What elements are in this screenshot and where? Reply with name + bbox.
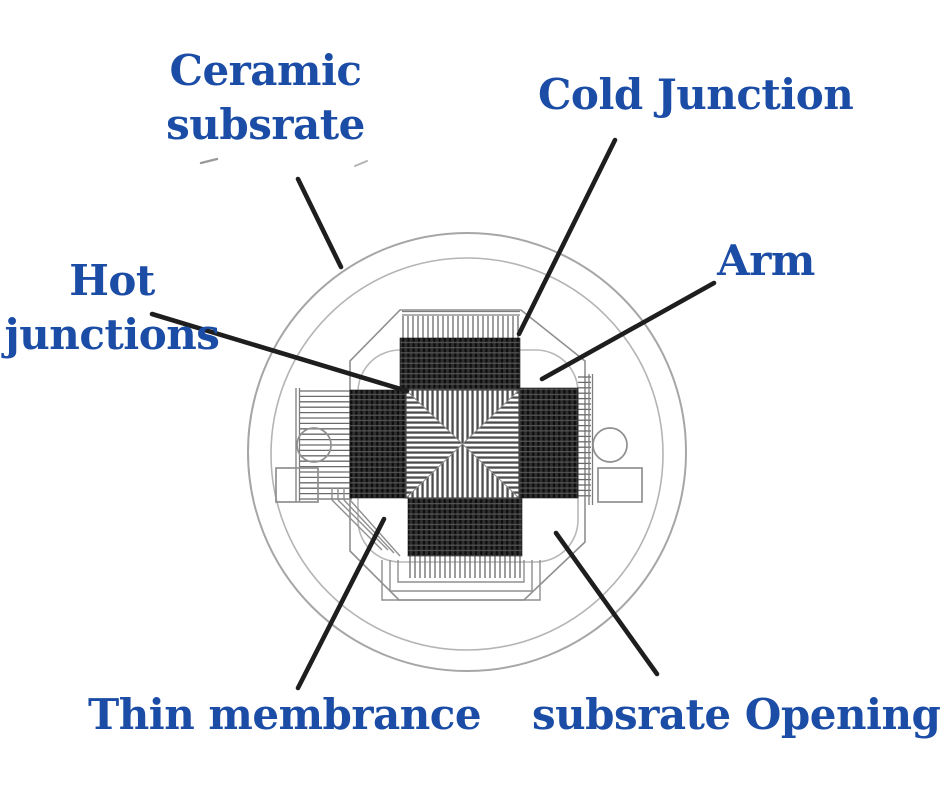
leader-substrate-opening: [553, 530, 660, 677]
label-hot-junctions: Hot junctions: [2, 254, 222, 362]
membrane-center: [405, 389, 520, 499]
arm-block-left: [349, 389, 407, 499]
left-hole: [296, 427, 332, 463]
label-arm: Arm: [717, 236, 815, 285]
leader-arm: [539, 280, 717, 382]
label-ceramic-substrate-line1: Ceramic: [169, 46, 362, 95]
leader-cold-junction: [516, 137, 618, 337]
left-lead-comb: [300, 390, 352, 500]
scan-smudges: [199, 157, 368, 167]
thermopile-arm-blocks: [349, 337, 579, 557]
right-hole: [592, 427, 628, 463]
top-lead-comb: [402, 316, 519, 340]
inner-can-circle: [270, 257, 664, 651]
label-cold-junction: Cold Junction: [538, 70, 854, 119]
label-hot-junctions-line1: Hot: [69, 256, 155, 305]
right-pad: [597, 467, 643, 503]
leader-lines: [149, 137, 717, 691]
label-thin-membrane: Thin membrance: [88, 690, 482, 739]
leader-hot-junctions: [149, 311, 410, 394]
arm-block-top: [399, 337, 521, 391]
label-hot-junctions-line2: junctions: [4, 309, 220, 359]
label-ceramic-substrate-line2: subsrate: [166, 99, 365, 149]
label-substrate-opening: subsrate Opening: [532, 690, 940, 739]
leader-ceramic-substrate: [295, 176, 344, 270]
label-ceramic-substrate: Ceramic subsrate: [118, 44, 413, 152]
leader-thin-membrane: [295, 516, 387, 691]
header-holes-and-pads: [275, 427, 643, 503]
arm-block-bottom: [407, 497, 523, 557]
bottom-lead-comb: [409, 556, 521, 578]
arm-block-right: [518, 387, 579, 499]
comb-rails: [295, 310, 594, 505]
left-pad: [275, 467, 319, 503]
outer-can-circle: [247, 232, 687, 672]
